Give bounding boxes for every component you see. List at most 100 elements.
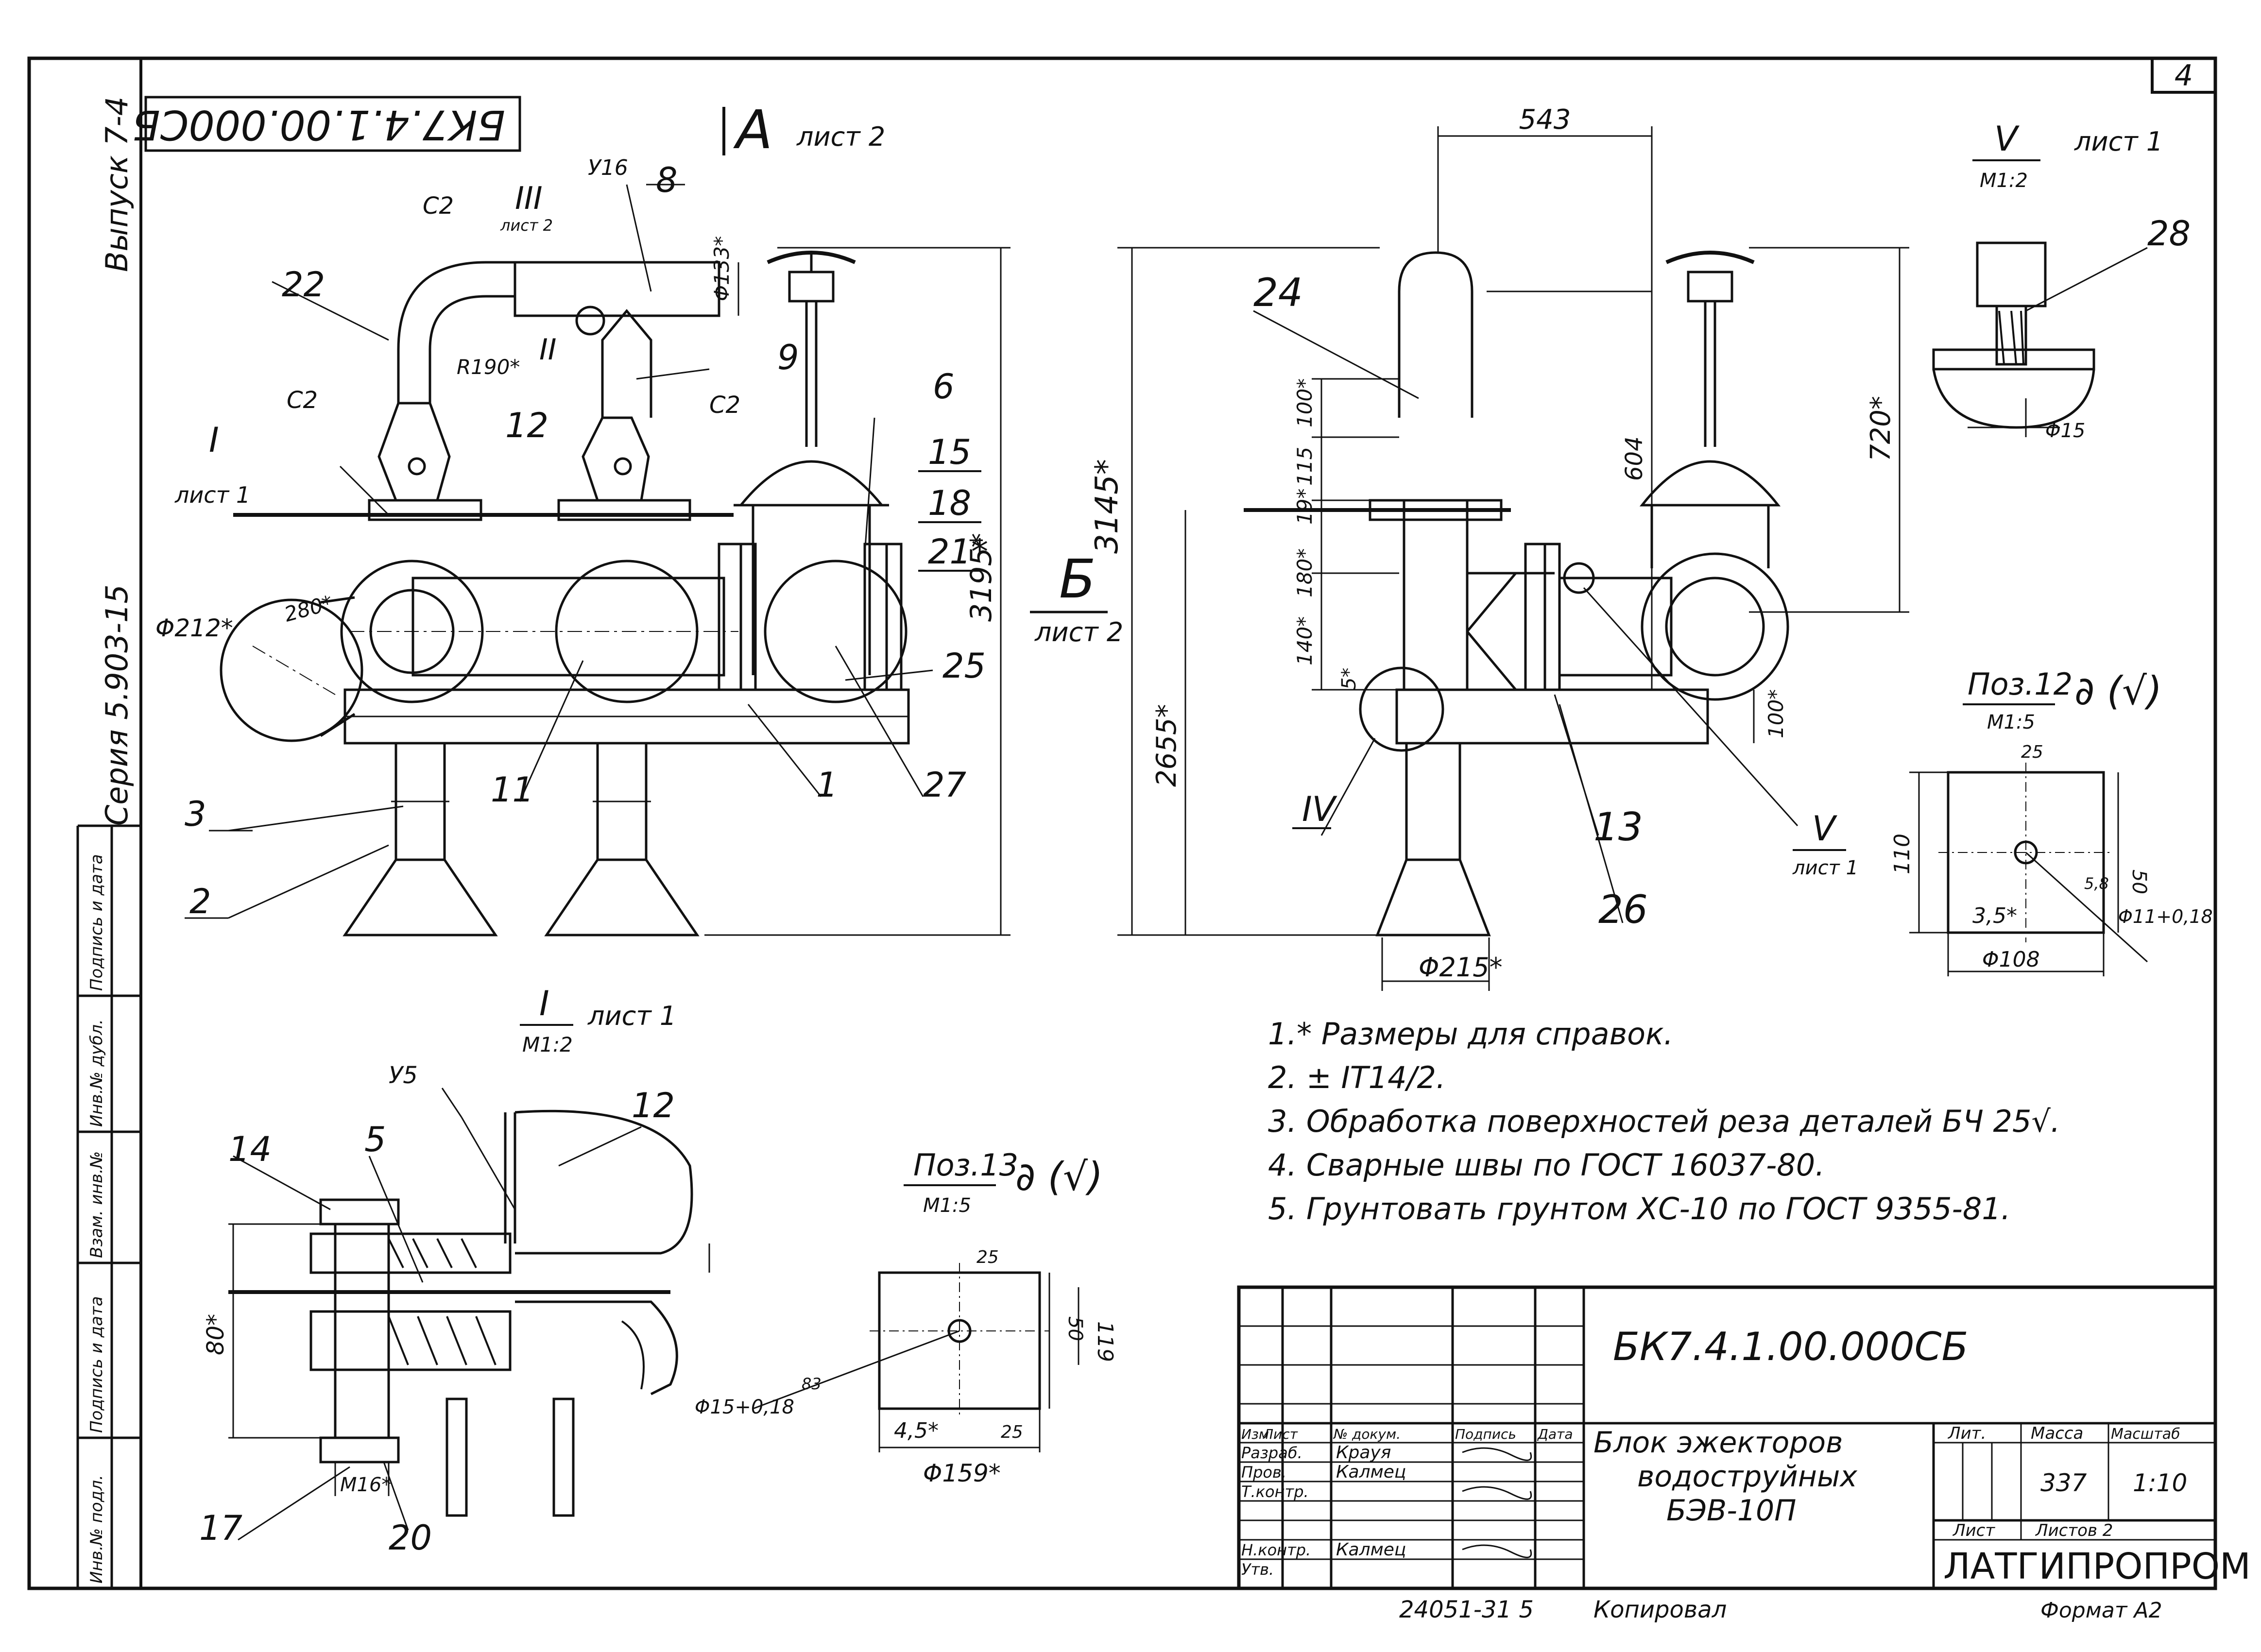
front-view-labels: А лист 2 С2 С2 С2 У16 III лист 2 II I ли… <box>155 99 998 921</box>
section-v <box>1932 241 2148 437</box>
pos13-symbol: ∂ (√) <box>1015 1154 1103 1199</box>
footer-format: Формат А2 <box>2040 1598 2162 1623</box>
pos13-dim-45: 4,5* <box>894 1418 939 1443</box>
tb-name-5: Калмец <box>1336 1540 1406 1560</box>
note-1: 1.* Размеры для справок. <box>1268 1016 1673 1052</box>
tb-mass: 337 <box>2040 1469 2087 1497</box>
tb-title-3: БЭВ-10П <box>1666 1494 1796 1528</box>
pos12-dim-110: 110 <box>1890 834 1915 874</box>
pos13-dim-119: 119 <box>1093 1321 1117 1362</box>
pos-1: 1 <box>816 765 838 805</box>
strip-label-1: Подпись и дата <box>87 854 106 991</box>
dim-19: 19* <box>1293 489 1317 525</box>
dim-3145: 3145* <box>1089 459 1125 554</box>
pos-21: 21* <box>928 532 988 572</box>
pos-11: 11 <box>491 770 534 810</box>
strip-label-5: Инв.№ подл. <box>87 1475 106 1584</box>
footer: 24051-31 5 Копировал Формат А2 <box>1399 1596 2162 1623</box>
pos-12: 12 <box>505 406 548 445</box>
tb-col-sign: Подпись <box>1455 1426 1516 1442</box>
dim-604: 604 <box>1621 436 1648 481</box>
section-v-labels: V М1:2 лист 1 28 Φ15 <box>1972 119 2191 442</box>
pos13-dim-83: 83 <box>802 1375 822 1393</box>
pos13-dim-25: 25 <box>976 1247 999 1267</box>
tb-col-doc: № докум. <box>1333 1426 1401 1442</box>
dim-3195: 3195* <box>964 533 998 622</box>
section-i-labels: I М1:2 лист 1 У5 14 5 12 80* М16* 17 20 <box>199 984 676 1558</box>
tb-role-2: Пров. <box>1241 1463 1286 1482</box>
tb-col-izm: Изм <box>1241 1426 1269 1442</box>
title-block-text: БК7.4.1.00.000СБ Блок эжекторов водостру… <box>1241 1324 2251 1587</box>
pos12-dim-phi108: Φ108 <box>1982 947 2040 972</box>
dim-720: 720* <box>1865 396 1897 461</box>
dim-100a: 100* <box>1293 378 1317 427</box>
pos-17: 17 <box>199 1508 242 1548</box>
tb-role-6: Утв. <box>1241 1560 1274 1579</box>
note-2: 2. ± IT14/2. <box>1268 1060 1446 1095</box>
callout-i-sheet: лист 1 <box>174 482 250 508</box>
pos12-symbol: ∂ (√) <box>2074 668 2162 714</box>
pos-25: 25 <box>942 646 986 686</box>
pos-18: 18 <box>928 483 971 523</box>
view-a-letter: А <box>733 99 772 161</box>
pos-5: 5 <box>364 1120 386 1159</box>
view-b-letter: Б <box>1059 548 1096 610</box>
dim-115: 115 <box>1293 447 1317 486</box>
pos13-dim-phi15: Φ15+0,18 <box>695 1396 794 1418</box>
pos12-labels: Поз.12 М1:5 ∂ (√) 25 110 50 3,5* Φ108 Φ1… <box>1890 666 2213 972</box>
front-view <box>185 184 1011 937</box>
dim-543: 543 <box>1519 104 1571 136</box>
callout-iii: III <box>515 181 543 217</box>
tb-title-2: водоструйных <box>1637 1460 1857 1494</box>
pos12-dim-25: 25 <box>2021 742 2043 762</box>
callout-c2-left: С2 <box>287 387 318 414</box>
dim-5: 5* <box>1338 668 1360 690</box>
pos13-scale: М1:5 <box>923 1194 971 1217</box>
dim-m16: М16* <box>340 1474 391 1496</box>
pos12-dim-58: 5,8 <box>2084 874 2109 893</box>
pos-15: 15 <box>928 432 971 472</box>
callout-u16: У16 <box>588 155 628 180</box>
pos-3: 3 <box>185 794 206 834</box>
callout-iii-sheet: лист 2 <box>500 216 553 235</box>
pos-14: 14 <box>228 1129 272 1169</box>
dim-phi212: Φ212* <box>155 614 233 642</box>
tb-role-1: Разраб. <box>1241 1444 1302 1462</box>
pos12-dim-35: 3,5* <box>1972 903 2017 928</box>
callout-u5: У5 <box>389 1062 418 1089</box>
tb-scale-label: Масштаб <box>2111 1426 2180 1443</box>
pos-12-sec: 12 <box>632 1086 675 1125</box>
dim-100b: 100* <box>1764 689 1788 738</box>
pos12-scale: М1:5 <box>1987 711 2035 733</box>
callout-i: I <box>209 420 219 460</box>
tb-sheets-label: Листов 2 <box>2035 1521 2113 1540</box>
callout-c2-mid: С2 <box>709 392 740 419</box>
tb-col-list: Лист <box>1263 1426 1298 1442</box>
callout-ii: II <box>539 333 556 367</box>
tb-mass-label: Масса <box>2031 1424 2083 1443</box>
tb-organization: ЛАТГИПРОПРОМ <box>1943 1546 2251 1587</box>
dim-r190: R190* <box>457 355 520 379</box>
tb-role-3: Т.контр. <box>1241 1482 1309 1501</box>
pos13-dim-25b: 25 <box>1001 1422 1023 1442</box>
tb-name-1: Крауя <box>1336 1443 1391 1463</box>
strip-label-4: Подпись и дата <box>87 1296 106 1433</box>
section-v-scale: М1:2 <box>1980 170 2028 192</box>
pos-6: 6 <box>933 367 955 407</box>
section-i-sheet: лист 1 <box>587 1001 676 1031</box>
dim-180: 180* <box>1293 548 1317 597</box>
pos13-dim-50: 50 <box>1064 1316 1086 1341</box>
dim-80: 80* <box>202 1314 229 1355</box>
section-i-roman: I <box>539 984 549 1023</box>
side-view <box>1117 126 1909 991</box>
dim-phi215: Φ215* <box>1419 952 1503 983</box>
pos13-detail <box>753 1263 1079 1452</box>
series-label: Серия 5.903-15 <box>99 584 135 826</box>
section-v-sheet: лист 1 <box>2074 126 2163 157</box>
pos-20: 20 <box>389 1518 432 1558</box>
pos13-labels: Поз.13 М1:5 ∂ (√) 25 50 119 Φ15+0,18 83 … <box>695 1147 1117 1487</box>
strip-label-2: Инв.№ дубл. <box>87 1019 106 1127</box>
tb-role-5: Н.контр. <box>1241 1541 1311 1559</box>
dim-280: 280* <box>282 591 335 627</box>
